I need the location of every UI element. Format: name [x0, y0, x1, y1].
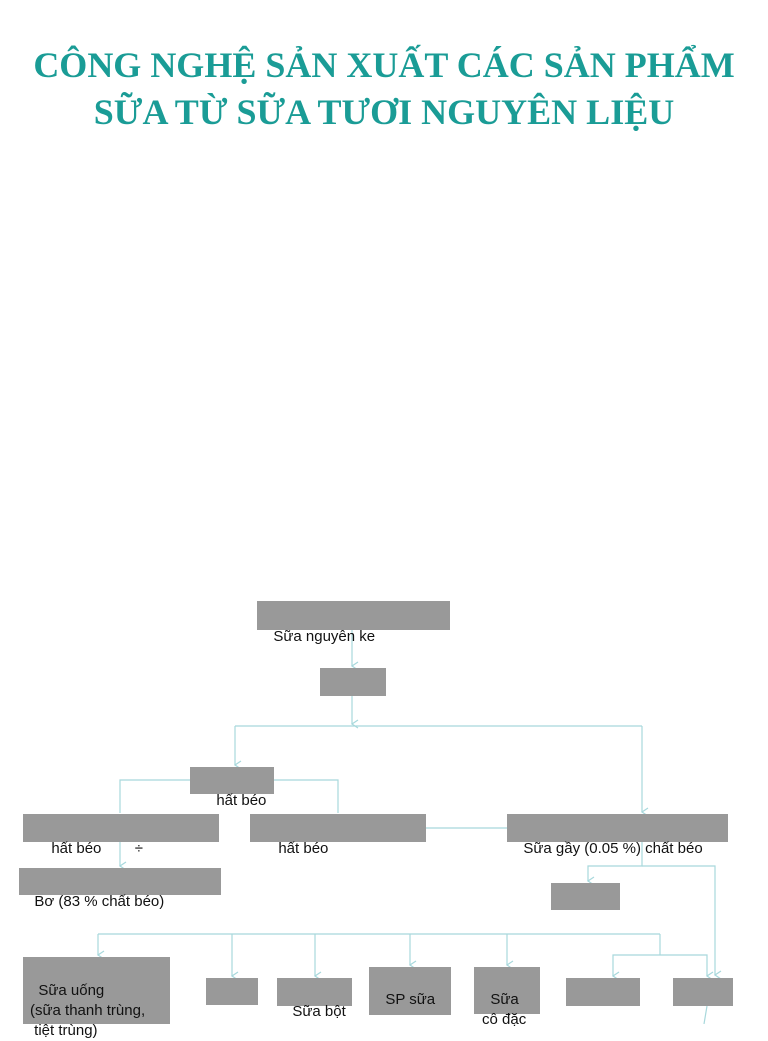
product-right2-box: [673, 978, 733, 1006]
skim-right-line: [642, 865, 722, 980]
product-empty-box: [206, 978, 258, 1005]
sp-milk-box: SP sữa: [369, 967, 451, 1015]
condensed-milk-label: Sữa cô đặc: [482, 991, 527, 1028]
arrow-to-right1: [611, 954, 660, 981]
cream-right-branch: [274, 779, 339, 813]
bottom-exit-line: [703, 1005, 708, 1024]
cream-box: hất béo: [190, 767, 274, 809]
butter-label: Bơ (83 % chất béo): [34, 893, 165, 910]
fat-mid-box: hất béo: [250, 814, 426, 857]
process-step-box: [320, 668, 386, 696]
drinking-milk-box: Sữa uống (sữa thanh trùng, tiệt trùng): [23, 957, 170, 1039]
sp-milk-label: SP sữa: [385, 991, 436, 1008]
raw-milk-box: Sữa nguyên ke: [257, 601, 450, 645]
fat-mid-label: hất béo: [278, 840, 329, 857]
fat-left-box: hất béo ÷: [23, 814, 219, 857]
skim-milk-label: Sữa gầy (0.05 %) chất béo: [523, 840, 703, 857]
fat-left-label: hất béo ÷: [51, 840, 143, 857]
milk-powder-box: Sữa bột: [277, 978, 352, 1020]
cream-left-branch: [119, 779, 190, 813]
title-line-1: CÔNG NGHỆ SẢN XUẤT CÁC SẢN PHẨM: [33, 45, 735, 85]
skim-milk-box: Sữa gầy (0.05 %) chất béo: [507, 814, 728, 857]
drinking-milk-label: Sữa uống (sữa thanh trùng, tiệt trùng): [30, 982, 146, 1039]
page-title: CÔNG NGHỆ SẢN XUẤT CÁC SẢN PHẨM SỮA TỪ S…: [0, 42, 768, 136]
skim-sub-box: [551, 883, 620, 910]
arrow-skim-to-sub: [586, 842, 643, 886]
cream-label: hất béo: [216, 792, 267, 809]
milk-powder-label: Sữa bột: [292, 1003, 346, 1020]
title-line-2: SỮA TỪ SỮA TƯƠI NGUYÊN LIỆU: [93, 92, 675, 132]
condensed-milk-box: Sữa cô đặc: [474, 967, 540, 1028]
raw-milk-label: Sữa nguyên ke: [273, 628, 376, 645]
butter-box: Bơ (83 % chất béo): [19, 868, 221, 910]
arrow-to-right2: [660, 954, 714, 981]
product-right1-box: [566, 978, 640, 1006]
